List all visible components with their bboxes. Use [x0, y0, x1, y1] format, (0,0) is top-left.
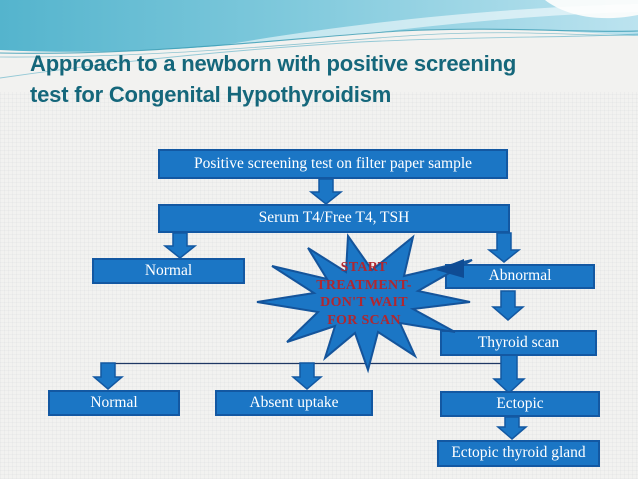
wave-line-3 [0, 33, 638, 79]
flow-box-scan-normal-label: Normal [90, 393, 138, 411]
flow-box-positive-screening-label: Positive screening test on filter paper … [193, 154, 473, 172]
header-wave-decoration [0, 0, 638, 92]
flow-box-ectopic-thyroid-gland-label: Ectopic thyroid gland [451, 444, 586, 462]
arrow-ectopic-to-gland [495, 416, 529, 440]
arrow-serum-to-normal [162, 232, 198, 259]
flow-box-normal-result: Normal [92, 258, 245, 284]
flow-box-thyroid-scan-label: Thyroid scan [477, 333, 560, 351]
arrow-abnormal-to-thyroid-scan [490, 290, 526, 321]
flow-box-scan-normal: Normal [48, 390, 180, 416]
starburst-line-3: DON'T WAIT [320, 295, 408, 310]
flow-box-normal-result-label: Normal [144, 261, 193, 279]
wave-line-2 [0, 32, 638, 58]
flow-box-positive-screening: Positive screening test on filter paper … [158, 149, 508, 179]
starburst-warning-text: START TREATMENT- DON'T WAIT FOR SCAN [293, 259, 435, 329]
arrow-thyroid-scan-to-ectopic [492, 354, 526, 395]
starburst-line-1: START [340, 260, 388, 275]
slide-title: Approach to a newborn with positive scre… [30, 48, 516, 110]
arrow-branch-to-absent-uptake [290, 362, 324, 390]
flow-box-thyroid-scan: Thyroid scan [440, 330, 597, 356]
flow-box-serum-tests-label: Serum T4/Free T4, TSH [258, 209, 410, 227]
starburst-line-2: TREATMENT- [316, 277, 412, 293]
title-line-1: Approach to a newborn with positive scre… [30, 51, 517, 76]
arrow-serum-to-abnormal [486, 232, 522, 263]
arrow-branch-to-normal-bottom [91, 362, 125, 390]
starburst-line-4: FOR SCAN [327, 312, 401, 328]
flow-box-abnormal-result-label: Abnormal [488, 267, 552, 285]
arrow-screening-to-serum [308, 178, 344, 205]
wave-bottom-mask [0, 28, 638, 92]
wave-line-1 [0, 28, 638, 54]
flow-box-ectopic-thyroid-gland: Ectopic thyroid gland [437, 440, 600, 467]
flow-box-absent-uptake-label: Absent uptake [249, 393, 339, 411]
flow-box-ectopic-label: Ectopic [496, 394, 544, 412]
flow-box-absent-uptake: Absent uptake [215, 390, 373, 416]
flow-box-ectopic: Ectopic [440, 391, 600, 417]
title-line-2: test for Congenital Hypothyroidism [30, 82, 392, 107]
flow-box-abnormal-result: Abnormal [445, 264, 595, 289]
flow-box-serum-tests: Serum T4/Free T4, TSH [158, 204, 510, 233]
